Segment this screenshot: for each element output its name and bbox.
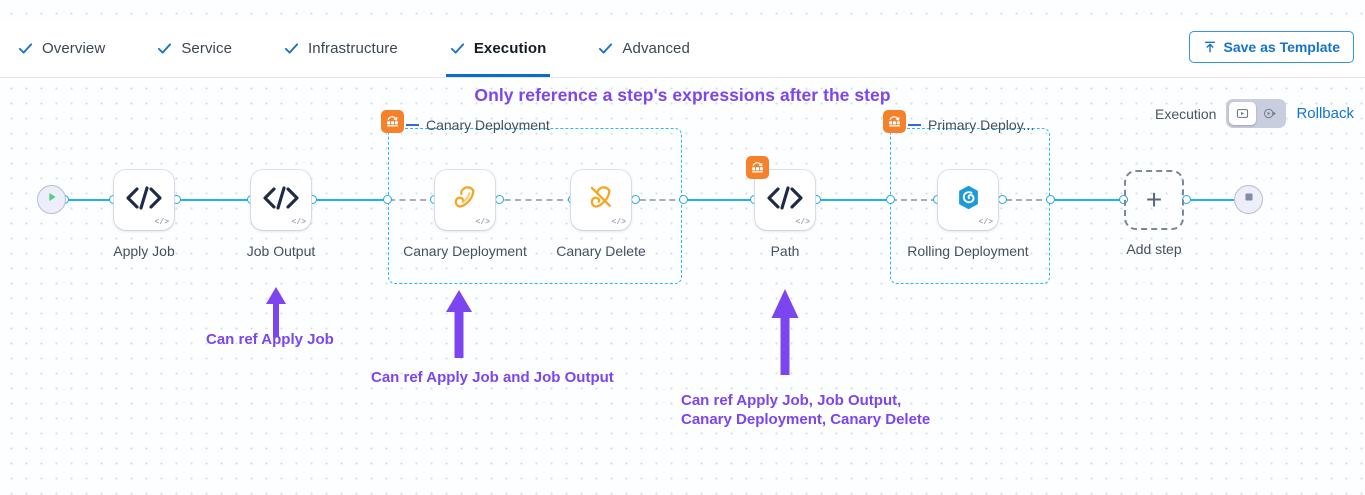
edge-group-canary — [389, 199, 447, 201]
execution-mode-toggle[interactable] — [1226, 99, 1287, 128]
code-badge: </> — [795, 218, 810, 227]
edge-primarygroup-addstep — [1048, 199, 1128, 201]
edge-primary-rolling — [891, 199, 947, 201]
port[interactable] — [383, 195, 392, 204]
edge-start-applyjob — [62, 199, 120, 201]
code-badge: </> — [154, 218, 169, 227]
tab-label: Overview — [42, 39, 106, 57]
rolling-icon — [954, 183, 983, 217]
edge-rolling-groupout — [996, 199, 1052, 201]
port[interactable] — [998, 195, 1007, 204]
edge-canarydelete-groupout — [630, 199, 685, 201]
code-badge: </> — [611, 218, 626, 227]
collapse-icon[interactable] — [908, 124, 921, 126]
step-label-path: Path — [770, 243, 800, 259]
group-label-primary: Primary Deploy... — [908, 117, 1034, 133]
tab-infrastructure[interactable]: Infrastructure — [280, 19, 420, 77]
port[interactable] — [679, 195, 688, 204]
tab-label: Infrastructure — [308, 39, 398, 57]
save-as-template-label: Save as Template — [1223, 39, 1340, 55]
step-node-path[interactable]: </> — [746, 156, 815, 230]
tab-bar: Overview Service Infrastructure Executio… — [0, 19, 1365, 78]
step-node-apply-job[interactable]: </> — [114, 170, 174, 230]
group-label-text: Canary Deployment — [426, 117, 550, 133]
group-primary-deployment[interactable]: Primary Deploy... — [883, 110, 1050, 284]
add-step-label: Add step — [1126, 241, 1182, 257]
edge-addstep-end — [1182, 199, 1240, 201]
end-node[interactable] — [1234, 185, 1263, 214]
code-badge: </> — [475, 218, 490, 227]
edge-group-path — [680, 199, 760, 201]
check-icon — [598, 41, 613, 56]
port[interactable] — [1046, 195, 1055, 204]
code-icon — [766, 185, 804, 216]
collapse-icon[interactable] — [406, 124, 419, 126]
check-icon — [284, 41, 299, 56]
play-icon — [45, 190, 59, 209]
step-label-canary-deployment: Canary Deployment — [403, 243, 527, 259]
rollback-group-icon — [883, 110, 906, 133]
execution-control: Execution Rollback — [1155, 99, 1354, 128]
group-canary-deployment[interactable]: Canary Deployment — [381, 110, 682, 284]
tab-label: Execution — [473, 39, 547, 57]
execution-label: Execution — [1154, 105, 1217, 122]
stop-icon — [1242, 190, 1256, 209]
tab-list: Overview Service Infrastructure Executio… — [14, 19, 738, 77]
execution-play-icon[interactable] — [1229, 102, 1257, 125]
rollback-group-icon — [381, 110, 404, 133]
step-label-rolling-deployment: Rolling Deployment — [907, 243, 1029, 259]
save-as-template-button[interactable]: Save as Template — [1188, 31, 1354, 63]
rollback-link[interactable]: Rollback — [1296, 105, 1354, 122]
annotation-text-path-line1: Can ref Apply Job, Job Output, — [681, 392, 902, 409]
tab-label: Advanced — [622, 39, 690, 57]
plus-icon: + — [1145, 184, 1163, 215]
step-label-job-output: Job Output — [246, 243, 316, 259]
step-node-rolling-deployment[interactable]: </> — [938, 170, 998, 230]
group-label-canary: Canary Deployment — [406, 117, 550, 133]
step-node-canary-deployment[interactable]: </> — [435, 170, 495, 230]
port[interactable] — [495, 195, 504, 204]
annotation-arrow-canary — [444, 290, 474, 363]
tab-label: Service — [181, 39, 233, 57]
port[interactable] — [886, 195, 895, 204]
code-badge: </> — [291, 218, 306, 227]
check-icon — [450, 41, 465, 56]
headline-annotation: Only reference a step's expressions afte… — [474, 85, 891, 105]
tab-execution[interactable]: Execution — [445, 19, 569, 77]
edge-joboutput-group — [306, 199, 392, 201]
step-node-job-output[interactable]: </> — [251, 170, 311, 230]
code-icon — [262, 185, 300, 216]
check-icon — [18, 41, 33, 56]
step-node-canary-delete[interactable]: </> — [571, 170, 631, 230]
annotation-arrow-path — [769, 289, 801, 380]
code-badge: </> — [978, 218, 993, 227]
annotation-text-apply-job: Can ref Apply Job — [206, 331, 334, 348]
canary-icon — [450, 182, 481, 218]
check-icon — [157, 41, 172, 56]
edge-applyjob-joboutput — [170, 199, 258, 201]
edge-canary-canarydelete — [494, 199, 584, 201]
tab-service[interactable]: Service — [153, 19, 254, 77]
annotation-arrow-apply-job — [264, 287, 288, 342]
tab-advanced[interactable]: Advanced — [594, 19, 712, 77]
tab-overview[interactable]: Overview — [14, 19, 127, 77]
annotation-text-path-line2: Canary Deployment, Canary Delete — [681, 411, 931, 428]
edge-path-primarygroup — [810, 199, 892, 201]
rollback-play-icon[interactable] — [1256, 102, 1283, 125]
port[interactable] — [1119, 195, 1128, 204]
code-icon — [125, 185, 163, 216]
annotation-text-canary: Can ref Apply Job and Job Output — [371, 369, 614, 386]
rollback-group-icon — [746, 156, 769, 179]
port[interactable] — [631, 195, 640, 204]
add-step-button[interactable]: + — [1124, 170, 1184, 230]
group-label-text: Primary Deploy... — [928, 117, 1035, 133]
step-label-canary-delete: Canary Delete — [556, 243, 646, 259]
canary-delete-icon — [586, 182, 617, 218]
start-node[interactable] — [37, 185, 66, 214]
upload-icon — [1203, 40, 1217, 54]
step-label-apply-job: Apply Job — [113, 243, 175, 259]
